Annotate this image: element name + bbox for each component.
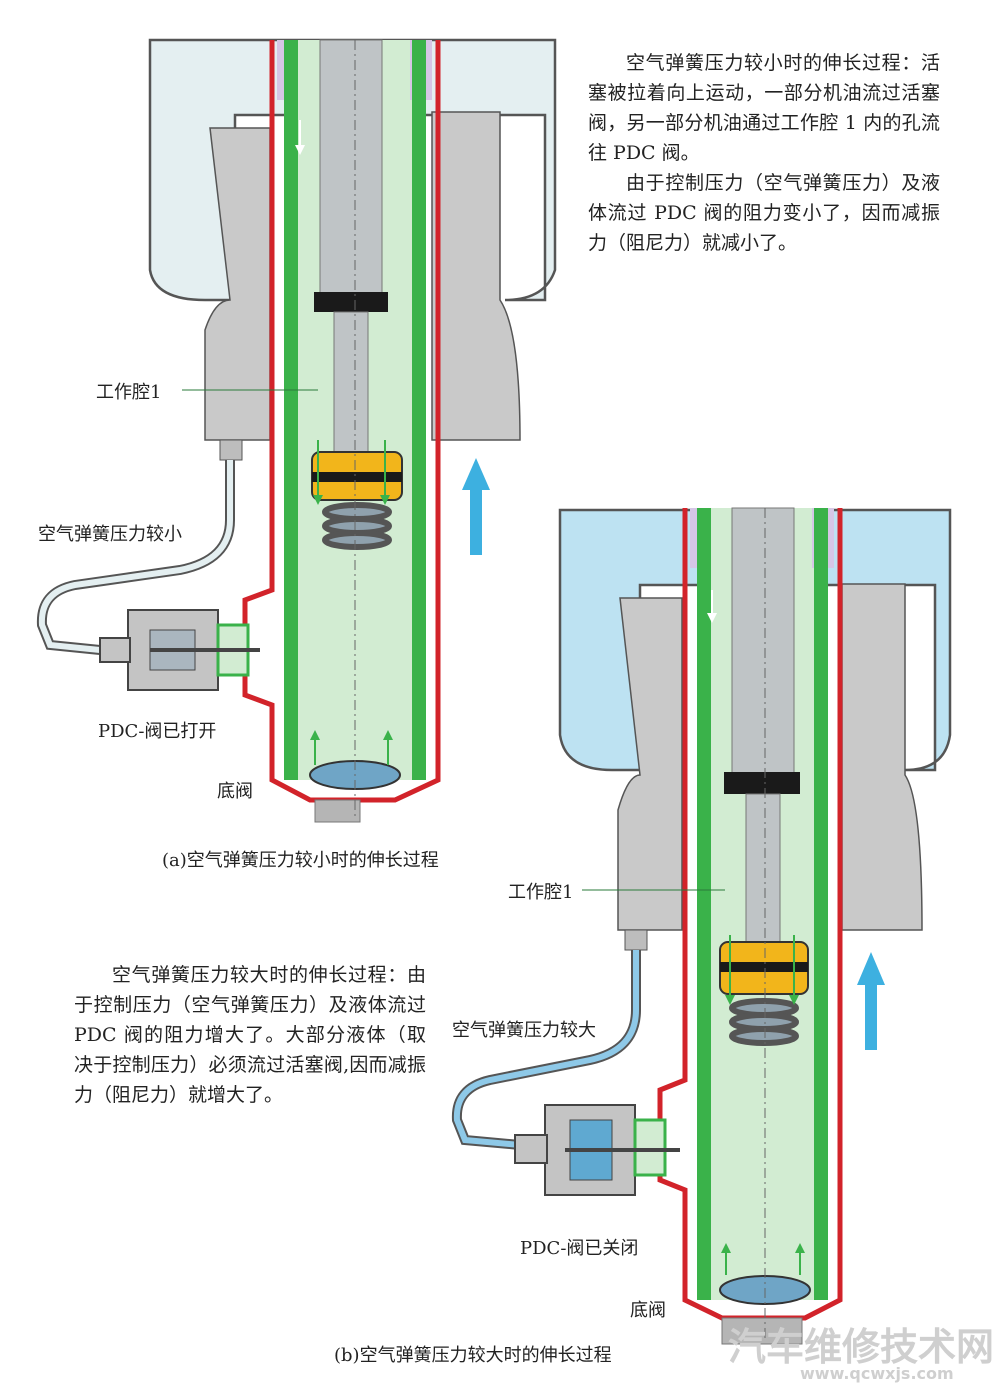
piston-shaft	[745, 793, 781, 945]
figure-b-paragraph: 空气弹簧压力较大时的伸长过程：由于控制压力（空气弹簧压力）及液体流过 PDC 阀…	[74, 964, 426, 1106]
piston-band	[720, 962, 808, 972]
piston-rod	[319, 39, 383, 311]
outer-tube	[657, 508, 843, 1321]
hose-connector	[219, 439, 243, 461]
rod-guide	[724, 772, 800, 794]
motion-arrow-up	[462, 458, 490, 555]
label-pressure-high: 空气弹簧压力较大	[452, 1020, 596, 1041]
outer-tube	[242, 40, 441, 803]
watermark-url: www.qcwxjs.com	[800, 1364, 954, 1383]
upper-housing-right	[841, 583, 923, 931]
inner-wall-right	[412, 40, 426, 780]
rod-guide	[314, 292, 388, 312]
air-spring-bellows	[148, 38, 557, 302]
label-base-valve-b: 底阀	[630, 1300, 666, 1321]
bottom-stem	[721, 1317, 803, 1345]
figure-a-paragraph-2: 由于控制压力（空气弹簧压力）及液体流过 PDC 阀的阻力变小了，因而减振力（阻尼…	[588, 172, 940, 254]
figure-a-diagram	[36, 38, 557, 823]
motion-arrow-up	[857, 952, 885, 1050]
bottom-stem	[314, 799, 361, 823]
label-pressure-low: 空气弹簧压力较小	[38, 524, 182, 545]
piston-spring	[322, 502, 392, 550]
upper-housing	[617, 597, 683, 931]
label-chamber-a: 工作腔1	[96, 382, 162, 403]
hose-connector	[624, 929, 648, 951]
piston-band	[312, 472, 402, 482]
label-chamber-b: 工作腔1	[508, 882, 574, 903]
figure-b-description: 空气弹簧压力较大时的伸长过程：由于控制压力（空气弹簧压力）及液体流过 PDC 阀…	[74, 960, 426, 1110]
piston-rod	[731, 507, 795, 777]
pdc-valve-closed	[514, 1104, 680, 1196]
label-pdc-open: PDC-阀已打开	[98, 721, 217, 742]
caption-a: (a)空气弹簧压力较小时的伸长过程	[162, 850, 439, 871]
upper-housing-right	[431, 111, 521, 441]
inner-wall-right	[814, 508, 828, 1300]
caption-b: (b)空气弹簧压力较大时的伸长过程	[334, 1345, 612, 1366]
piston-shaft	[333, 311, 369, 453]
watermark-title: 汽车维修技术网	[728, 1325, 995, 1369]
figure-a-paragraph-1: 空气弹簧压力较小时的伸长过程：活塞被拉着向上运动，一部分机油流过活塞阀，另一部分…	[588, 52, 940, 164]
label-pdc-closed: PDC-阀已关闭	[520, 1238, 639, 1259]
inner-wall-left	[284, 40, 298, 780]
pdc-valve-open	[99, 609, 260, 691]
figure-b-diagram	[451, 507, 952, 1345]
label-base-valve-a: 底阀	[217, 781, 253, 802]
air-spring-bellows	[558, 508, 952, 772]
inner-wall-left	[697, 508, 711, 1300]
piston-spring	[729, 998, 799, 1046]
figure-a-description: 空气弹簧压力较小时的伸长过程：活塞被拉着向上运动，一部分机油流过活塞阀，另一部分…	[588, 48, 940, 258]
